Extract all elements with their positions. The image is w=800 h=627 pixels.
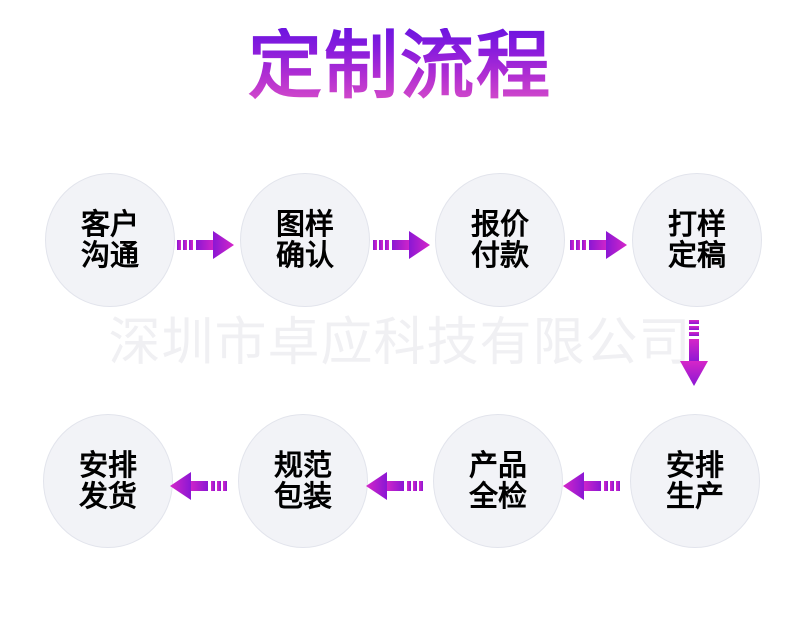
flow-arrow-left-3 — [559, 469, 621, 503]
flow-node-label: 图样 确认 — [275, 206, 334, 272]
flow-arrow-right-3 — [570, 228, 632, 262]
flow-node-step-4[interactable]: 打样 定稿 — [632, 173, 762, 307]
watermark-text: 深圳市卓应科技有限公司 — [108, 313, 692, 373]
flow-node-step-5[interactable]: 安排 生产 — [630, 414, 760, 548]
flow-arrow-right-1 — [177, 228, 239, 262]
flow-arrow-left-1 — [166, 469, 228, 503]
flow-node-label: 产品 全检 — [468, 447, 527, 513]
flow-node-step-2[interactable]: 图样 确认 — [240, 173, 370, 307]
flow-arrow-down-1 — [676, 320, 712, 392]
flow-node-step-3[interactable]: 报价 付款 — [435, 173, 565, 307]
flow-node-label: 客户 沟通 — [80, 206, 139, 272]
flow-node-label: 规范 包装 — [273, 447, 332, 513]
flow-arrow-left-2 — [362, 469, 424, 503]
flow-node-step-1[interactable]: 客户 沟通 — [45, 173, 175, 307]
flow-arrow-right-2 — [373, 228, 435, 262]
flow-node-label: 报价 付款 — [470, 206, 529, 272]
flow-node-label: 安排 发货 — [78, 447, 137, 513]
page-title: 定制流程 — [0, 27, 800, 106]
flow-node-step-6[interactable]: 产品 全检 — [433, 414, 563, 548]
flow-node-step-8[interactable]: 安排 发货 — [43, 414, 173, 548]
flow-node-label: 安排 生产 — [665, 447, 724, 513]
flow-node-label: 打样 定稿 — [667, 206, 726, 272]
flow-node-step-7[interactable]: 规范 包装 — [238, 414, 368, 548]
